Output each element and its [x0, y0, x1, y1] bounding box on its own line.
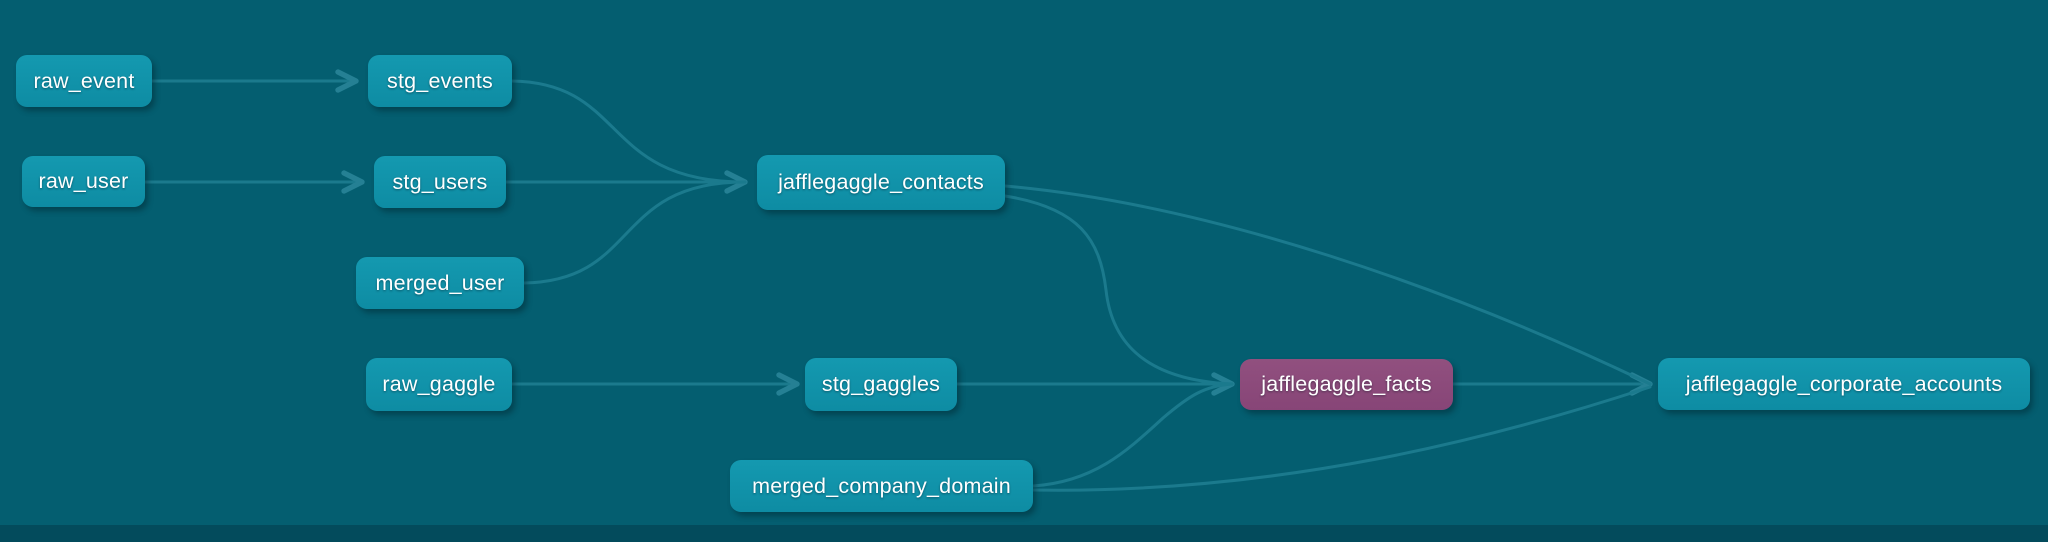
- node-label-stg_users: stg_users: [392, 169, 488, 194]
- node-merged_user[interactable]: merged_user: [356, 257, 524, 309]
- canvas-bottom-edge: [0, 525, 2048, 542]
- node-merged_company_domain[interactable]: merged_company_domain: [730, 460, 1033, 512]
- edge-merged_user-to-jafflegaggle_contacts: [522, 180, 747, 285]
- node-raw_gaggle[interactable]: raw_gaggle: [366, 358, 512, 411]
- edge-jafflegaggle_contacts-to-jafflegaggle_corporate_accounts: [1003, 184, 1652, 386]
- node-stg_events[interactable]: stg_events: [368, 55, 512, 107]
- node-stg_gaggles[interactable]: stg_gaggles: [805, 358, 957, 411]
- node-jafflegaggle_corporate_accounts[interactable]: jafflegaggle_corporate_accounts: [1658, 358, 2030, 410]
- node-jafflegaggle_facts[interactable]: jafflegaggle_facts: [1240, 359, 1453, 410]
- node-label-jafflegaggle_corporate_accounts: jafflegaggle_corporate_accounts: [1685, 371, 2003, 396]
- edge-stg_events-to-jafflegaggle_contacts: [510, 79, 747, 184]
- node-label-jafflegaggle_contacts: jafflegaggle_contacts: [778, 170, 984, 194]
- node-label-merged_company_domain: merged_company_domain: [752, 473, 1011, 498]
- edge-jafflegaggle_contacts-to-jafflegaggle_facts: [1003, 194, 1234, 386]
- node-label-merged_user: merged_user: [375, 270, 505, 295]
- node-label-raw_event: raw_event: [33, 68, 135, 93]
- node-jafflegaggle_contacts[interactable]: jafflegaggle_contacts: [757, 155, 1005, 210]
- node-raw_user[interactable]: raw_user: [22, 156, 145, 207]
- node-raw_event[interactable]: raw_event: [16, 55, 152, 107]
- node-label-raw_user: raw_user: [38, 169, 129, 193]
- node-label-stg_events: stg_events: [387, 68, 493, 93]
- edge-merged_company_domain-to-jafflegaggle_facts: [1031, 382, 1234, 488]
- node-stg_users[interactable]: stg_users: [374, 156, 506, 208]
- node-label-jafflegaggle_facts: jafflegaggle_facts: [1261, 372, 1432, 396]
- node-label-raw_gaggle: raw_gaggle: [382, 372, 496, 396]
- node-label-stg_gaggles: stg_gaggles: [821, 372, 941, 396]
